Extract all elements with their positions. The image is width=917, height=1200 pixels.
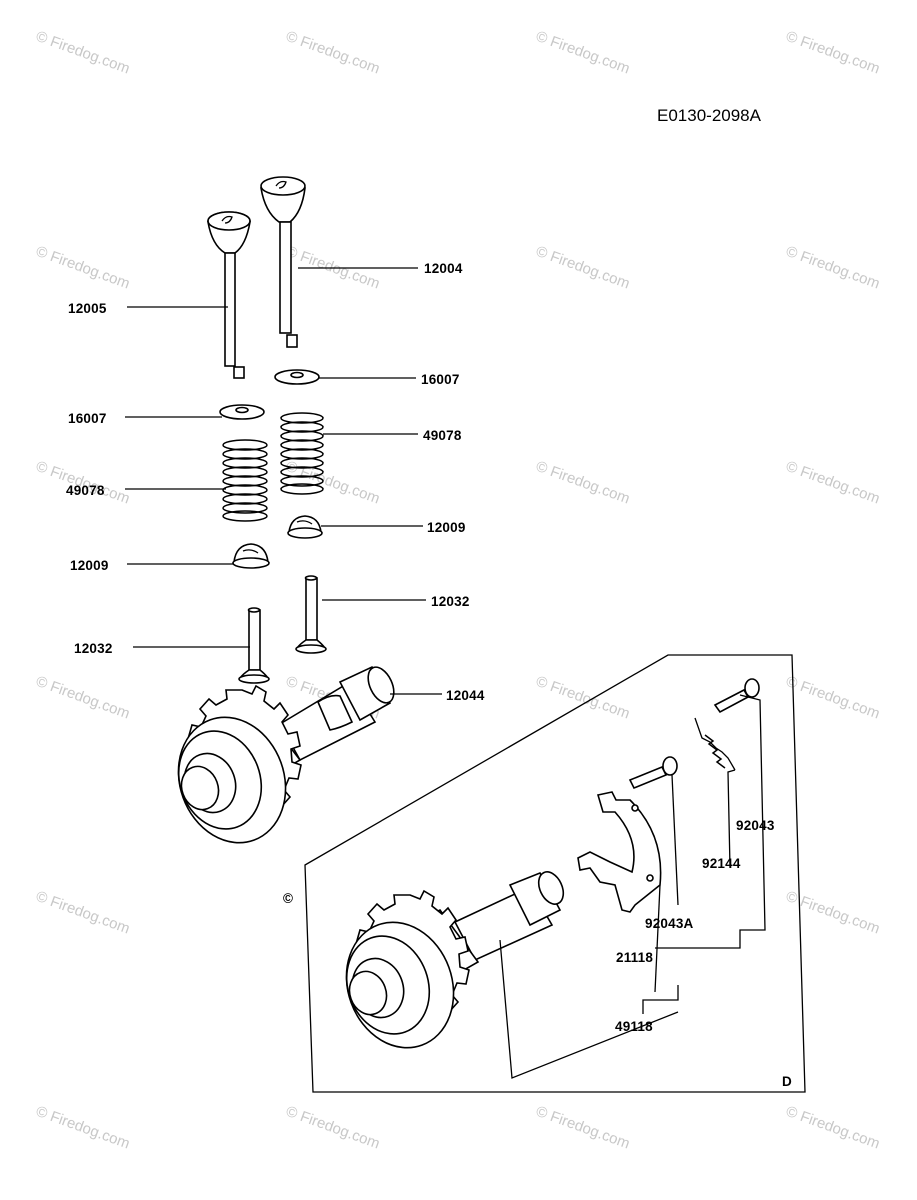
diagram-code: E0130-2098A bbox=[657, 106, 762, 125]
panel-label: D bbox=[782, 1074, 792, 1089]
watermark: © Firedog.com bbox=[784, 673, 882, 723]
panel-d: D © bbox=[283, 654, 806, 1093]
label-12009-right: 12009 bbox=[427, 520, 466, 535]
camshaft-upper-drawing bbox=[177, 665, 395, 844]
watermark: © Firedog.com bbox=[534, 458, 632, 508]
label-16007-right: 16007 bbox=[421, 372, 460, 387]
tappet-left-drawing bbox=[238, 607, 270, 684]
collet-left-drawing bbox=[219, 404, 265, 420]
watermark: © Firedog.com bbox=[784, 28, 882, 78]
leader-92043 bbox=[655, 694, 766, 949]
watermark: © Firedog.com bbox=[284, 1103, 382, 1153]
label-92043a: 92043A bbox=[645, 916, 694, 931]
label-12005: 12005 bbox=[68, 301, 107, 316]
watermark: © Firedog.com bbox=[34, 1103, 132, 1153]
watermark: © Firedog.com bbox=[784, 243, 882, 293]
leader-92043a bbox=[671, 774, 679, 906]
watermark: © Firedog.com bbox=[534, 243, 632, 293]
label-49078-left: 49078 bbox=[66, 483, 105, 498]
watermark: © Firedog.com bbox=[784, 458, 882, 508]
spring-left-drawing bbox=[222, 439, 268, 522]
watermark: © Firedog.com bbox=[284, 28, 382, 78]
leader-21118 bbox=[654, 884, 661, 993]
collet-right-drawing bbox=[274, 369, 320, 385]
intake-valve-drawing bbox=[207, 211, 251, 379]
label-92043: 92043 bbox=[736, 818, 775, 833]
watermark: © Firedog.com bbox=[784, 1103, 882, 1153]
leader-92144 bbox=[727, 769, 736, 869]
label-12004: 12004 bbox=[424, 261, 463, 276]
watermark: © Firedog.com bbox=[784, 888, 882, 938]
watermark: © Firedog.com bbox=[34, 243, 132, 293]
label-12044: 12044 bbox=[446, 688, 485, 703]
label-12009-left: 12009 bbox=[70, 558, 109, 573]
watermark: © Firedog.com bbox=[34, 673, 132, 723]
label-16007-left: 16007 bbox=[68, 411, 107, 426]
watermark: © Firedog.com bbox=[34, 888, 132, 938]
watermark: © Firedog.com bbox=[534, 1103, 632, 1153]
label-49118: 49118 bbox=[615, 1019, 653, 1034]
exhaust-valve-drawing bbox=[260, 176, 306, 348]
watermark: © Firedog.com bbox=[284, 458, 382, 508]
label-12032-left: 12032 bbox=[74, 641, 113, 656]
label-12032-right: 12032 bbox=[431, 594, 470, 609]
bolt-92043-drawing bbox=[713, 678, 760, 714]
watermark: © Firedog.com bbox=[534, 28, 632, 78]
spring-92144-drawing bbox=[694, 717, 736, 771]
tappet-right-drawing bbox=[295, 575, 327, 654]
watermark: © Firedog.com bbox=[34, 28, 132, 78]
label-49078-right: 49078 bbox=[423, 428, 462, 443]
spring-right-drawing bbox=[280, 412, 324, 495]
copyright-mark: © bbox=[283, 891, 293, 906]
camshaft-lower-drawing bbox=[345, 871, 565, 1049]
label-21118: 21118 bbox=[616, 950, 653, 965]
label-92144: 92144 bbox=[702, 856, 741, 871]
bolt-92043a-drawing bbox=[628, 756, 678, 790]
watermark: © Firedog.com bbox=[534, 673, 632, 723]
leader-49118-cam bbox=[499, 939, 679, 1079]
governor-weight-drawing bbox=[577, 791, 662, 913]
leader-49118-join bbox=[642, 985, 679, 1014]
retainer-right-drawing bbox=[287, 515, 323, 539]
panel-border bbox=[304, 654, 806, 1093]
retainer-left-drawing bbox=[232, 543, 270, 569]
